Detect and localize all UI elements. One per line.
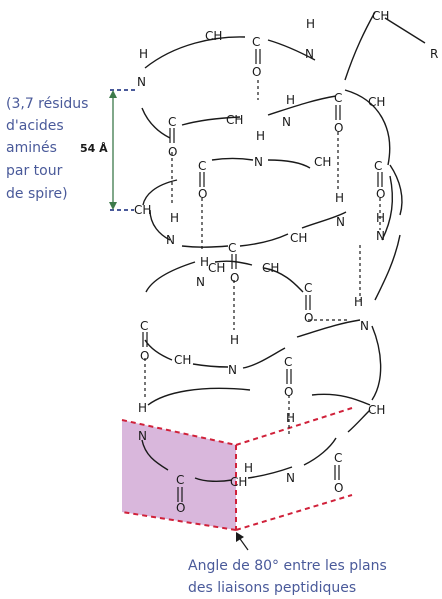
atom-c: C [284, 355, 292, 369]
peptide-plane-outline [121, 407, 353, 531]
atom-c: C [334, 451, 342, 465]
atom-h: H [376, 211, 385, 225]
pitch-indicator: 54 Å [80, 89, 136, 211]
atom-c: C [198, 159, 206, 173]
atom-c: C [304, 281, 312, 295]
residues-note-line: (3,7 résidus [6, 96, 88, 112]
angle-note-line: des liaisons peptidiques [188, 580, 356, 596]
atom-c: C [252, 35, 260, 49]
atom-ch: CH [226, 113, 243, 127]
atom-ch: CH [230, 475, 247, 489]
atoms-turn-4: CH H N H C H C CH N O O [138, 401, 385, 515]
residues-note-line: par tour [6, 163, 63, 179]
atom-c: C [334, 91, 342, 105]
atom-o: O [230, 271, 239, 285]
atom-n: N [138, 429, 147, 443]
atom-n: N [137, 75, 146, 89]
atom-ch: CH [372, 9, 389, 23]
pitch-label: 54 Å [80, 142, 108, 155]
atom-n: N [336, 215, 345, 229]
atom-h: H [200, 255, 209, 269]
residues-note-line: de spire) [6, 186, 68, 202]
atom-ch: CH [134, 203, 151, 217]
atom-h: H [256, 129, 265, 143]
atom-o: O [168, 145, 177, 159]
hydrogen-bonds [144, 80, 381, 435]
atom-h: H [335, 191, 344, 205]
atoms-turn-3: C O H N C O H CH N C O [140, 281, 369, 399]
atom-o: O [376, 187, 385, 201]
atom-h: H [230, 333, 239, 347]
carbonyl-bonds [142, 49, 383, 502]
atom-n: N [286, 471, 295, 485]
atom-n: N [228, 363, 237, 377]
peptide-plane [122, 420, 236, 530]
atom-n: N [360, 319, 369, 333]
atom-ch: CH [368, 403, 385, 417]
atom-h: H [286, 93, 295, 107]
atom-ch: CH [368, 95, 385, 109]
atom-h: H [138, 401, 147, 415]
atom-o: O [334, 481, 343, 495]
atom-o: O [334, 121, 343, 135]
atom-h: H [139, 47, 148, 61]
residues-note-line: d'acides [6, 118, 64, 134]
atom-ch: CH [290, 231, 307, 245]
atom-o: O [252, 65, 261, 79]
atom-h: H [170, 211, 179, 225]
residues-note: (3,7 résidus d'acides aminés par tour de… [6, 96, 88, 202]
atom-c: C [176, 473, 184, 487]
atom-ch: CH [205, 29, 222, 43]
atom-h: H [354, 295, 363, 309]
atom-n: N [166, 233, 175, 247]
angle-note-line: Angle de 80° entre les plans [188, 558, 387, 574]
helix-backbone [141, 11, 426, 483]
atom-h: H [286, 411, 295, 425]
atom-o: O [140, 349, 149, 363]
atom-ch: CH [208, 261, 225, 275]
atom-c: C [228, 241, 236, 255]
atom-ch: CH [174, 353, 191, 367]
atom-n: N [305, 47, 314, 61]
atom-n: N [196, 275, 205, 289]
atom-n: N [376, 229, 385, 243]
atom-n: N [254, 155, 263, 169]
angle-note: Angle de 80° entre les plans des liaison… [188, 532, 387, 596]
atom-c: C [168, 115, 176, 129]
atom-c: C [374, 159, 382, 173]
atom-r: R [430, 47, 438, 61]
residues-note-line: aminés [6, 140, 57, 156]
atoms-turn-1: CH C H N CH R H N O H N C CH CH C H O O [137, 9, 438, 159]
atom-o: O [176, 501, 185, 515]
atom-ch: CH [314, 155, 331, 169]
atom-ch: CH [262, 261, 279, 275]
atom-h: H [244, 461, 253, 475]
atom-c: C [140, 319, 148, 333]
atom-o: O [198, 187, 207, 201]
atoms-turn-2: C N CH C O H O CH H N H N CH C N H CH O … [134, 155, 385, 289]
atom-o: O [304, 311, 313, 325]
atom-o: O [284, 385, 293, 399]
atom-h: H [306, 17, 315, 31]
atom-n: N [282, 115, 291, 129]
